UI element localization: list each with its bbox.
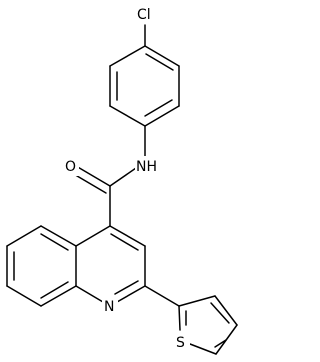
- atom-thiophene-sulfur: S: [174, 332, 190, 352]
- atom-chlorine: Cl: [136, 4, 158, 24]
- bond-phenyl-inner-2: [144, 99, 173, 117]
- bond-thio-s-c2: [178, 305, 181, 331]
- bond-benzo-inner-1: [40, 233, 69, 251]
- atom-label-n: N: [104, 299, 114, 315]
- bond-quin-c2-n: [116, 285, 146, 303]
- bond-lines: [6, 24, 238, 355]
- atom-carbonyl-oxygen: O: [63, 156, 79, 176]
- bond-thio-c2-c3: [178, 295, 216, 307]
- bond-quin-c4-c3: [109, 225, 146, 247]
- chemical-structure: Cl NH O N S: [6, 4, 238, 355]
- bond-phenyl-6: [109, 45, 146, 67]
- bond-quin-thiophene: [144, 285, 180, 307]
- bond-benzo-inner-3: [40, 281, 69, 299]
- atom-quinoline-nitrogen: N: [102, 296, 118, 316]
- bond-thio-c5-inner: [214, 339, 227, 348]
- bond-quin-c2-n-inner: [114, 280, 139, 295]
- bond-quin-c4a-c4: [75, 225, 111, 247]
- bond-c-o-1: [75, 165, 111, 187]
- atom-label-o: O: [65, 159, 76, 175]
- atom-label-cl: Cl: [137, 7, 151, 23]
- bond-thio-c3-c4: [214, 295, 238, 326]
- bond-phenyl-1: [144, 45, 180, 67]
- bond-quin-c3-c3-inner: [110, 233, 139, 251]
- bond-benzo-4: [6, 285, 42, 307]
- bond-benzo-5: [40, 285, 77, 307]
- bond-phenyl-inner-1: [145, 53, 174, 71]
- bond-thio-c4-c4-inner: [210, 302, 230, 324]
- atom-label-nh: NH: [136, 159, 157, 175]
- atom-labels: Cl NH O N S: [63, 4, 190, 352]
- bond-phenyl-4: [109, 105, 146, 127]
- bond-quin-n-c8a: [75, 285, 104, 303]
- bond-benzo-2: [6, 225, 42, 247]
- bond-phenyl-3: [144, 105, 180, 127]
- bond-benzo-1: [40, 225, 77, 247]
- atom-amide-nitrogen: NH: [135, 156, 159, 176]
- bond-n-carbonyl: [109, 167, 137, 187]
- bond-thio-c5-s: [189, 343, 217, 355]
- atom-label-s: S: [176, 335, 185, 351]
- bond-c-o-2: [71, 172, 107, 194]
